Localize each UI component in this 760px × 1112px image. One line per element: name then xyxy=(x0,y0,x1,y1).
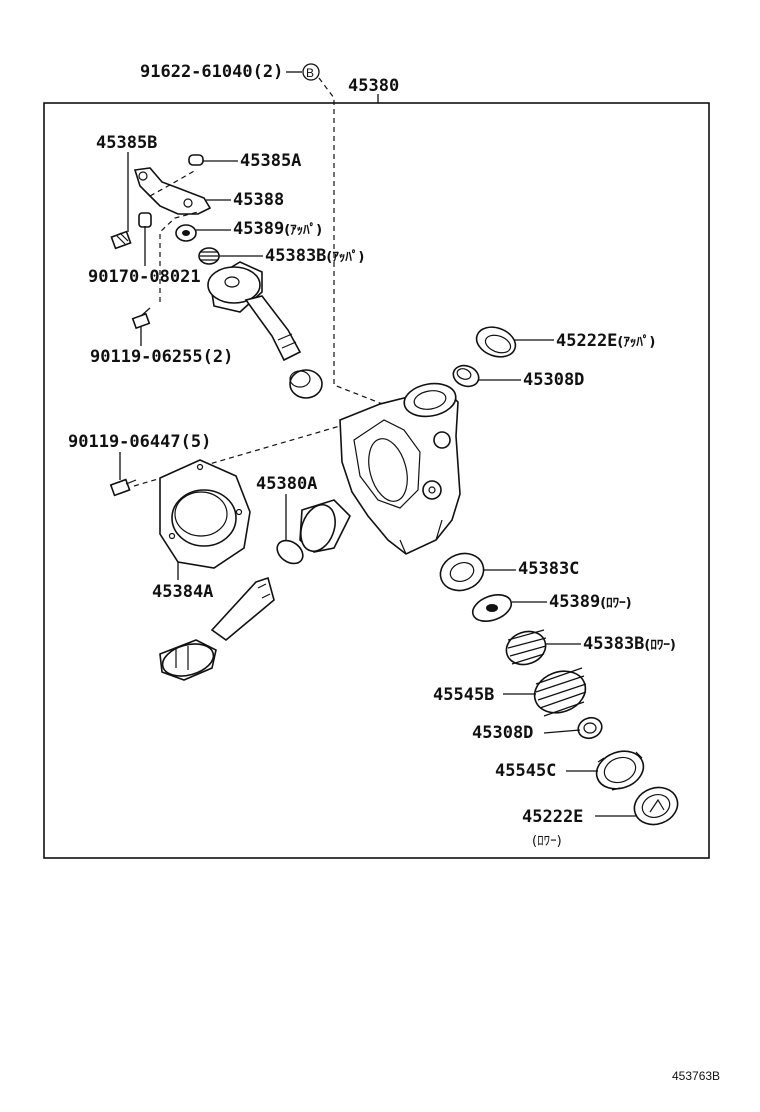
dashed-bolt-path xyxy=(318,77,386,406)
callout-91622-61040[interactable]: 91622-61040(2) xyxy=(140,62,283,82)
adjuster-45545B[interactable] xyxy=(529,664,592,719)
callout-45380A[interactable]: 45380A xyxy=(256,474,317,494)
bracket-hole-2 xyxy=(183,198,193,208)
assembly-number: 45380 xyxy=(348,76,399,96)
seal-45222E-upper[interactable] xyxy=(472,322,519,362)
sector-shaft-lower[interactable] xyxy=(159,576,275,681)
b-symbol-circle xyxy=(302,63,320,81)
bearing-45383C[interactable] xyxy=(435,548,489,597)
callout-90119-06447[interactable]: 90119-06447(5) xyxy=(68,432,211,452)
callout-45383C[interactable]: 45383C xyxy=(518,559,579,579)
callout-45222E-lower-note: (ﾛﾜｰ) xyxy=(532,834,562,849)
callout-45384A[interactable]: 45384A xyxy=(152,582,213,602)
callout-45545B[interactable]: 45545B xyxy=(433,685,494,705)
callout-45388[interactable]: 45388 xyxy=(233,190,284,210)
callout-90119-06255[interactable]: 90119-06255(2) xyxy=(90,347,233,367)
callout-45389-lower[interactable]: 45389(ﾛﾜｰ) xyxy=(549,592,632,612)
sector-shaft-upper[interactable] xyxy=(207,261,302,362)
leader-45308D-lower xyxy=(543,729,581,734)
bearing-45308D-upper[interactable] xyxy=(450,362,481,390)
spring-45383B-upper[interactable] xyxy=(198,247,220,265)
callout-45383B-lower[interactable]: 45383B(ﾛﾜｰ) xyxy=(583,634,676,654)
callout-45389-upper[interactable]: 45389(ｱｯﾊﾟ) xyxy=(233,219,322,239)
gear-housing[interactable] xyxy=(339,380,461,555)
callout-90170-08021[interactable]: 90170-08021 xyxy=(88,267,201,287)
bolt-90170-08021[interactable] xyxy=(110,230,132,250)
callout-45385A[interactable]: 45385A xyxy=(240,151,301,171)
callout-45383B-upper[interactable]: 45383B(ｱｯﾊﾟ) xyxy=(265,246,364,266)
needle-bearing-45380A[interactable] xyxy=(295,499,351,556)
callout-45545C[interactable]: 45545C xyxy=(495,761,556,781)
callout-45308D-upper[interactable]: 45308D xyxy=(523,370,584,390)
callout-45222E-upper[interactable]: 45222E(ｱｯﾊﾟ) xyxy=(556,331,655,351)
collar-left xyxy=(138,212,152,228)
b-symbol-label: B xyxy=(306,66,314,80)
washer-left-45380A xyxy=(276,539,304,565)
bracket-hole-1 xyxy=(138,171,148,181)
bolt-90119-06255[interactable] xyxy=(131,307,151,330)
callout-45308D-lower[interactable]: 45308D xyxy=(472,723,533,743)
locknut-45545C[interactable] xyxy=(591,745,648,795)
callout-45222E-lower[interactable]: 45222E xyxy=(522,807,583,827)
pin-45385A[interactable] xyxy=(188,154,204,166)
spring-45383B-lower[interactable] xyxy=(502,626,551,670)
callout-45385B[interactable]: 45385B xyxy=(96,133,157,153)
bolt-90119-06447[interactable] xyxy=(109,478,137,497)
bushing-upper xyxy=(289,369,323,399)
bracket-45385B[interactable] xyxy=(133,167,212,215)
cover-45384A[interactable] xyxy=(159,459,251,569)
washer-45389-lower[interactable] xyxy=(469,590,515,626)
seal-45222E-lower[interactable] xyxy=(629,782,683,831)
drawing-id: 453763B xyxy=(672,1069,720,1083)
bearing-45308D-lower[interactable] xyxy=(575,714,604,741)
washer-45389-upper-inner xyxy=(182,230,190,236)
assembly-frame xyxy=(43,102,710,859)
dashed-upper-bracket xyxy=(149,169,199,302)
